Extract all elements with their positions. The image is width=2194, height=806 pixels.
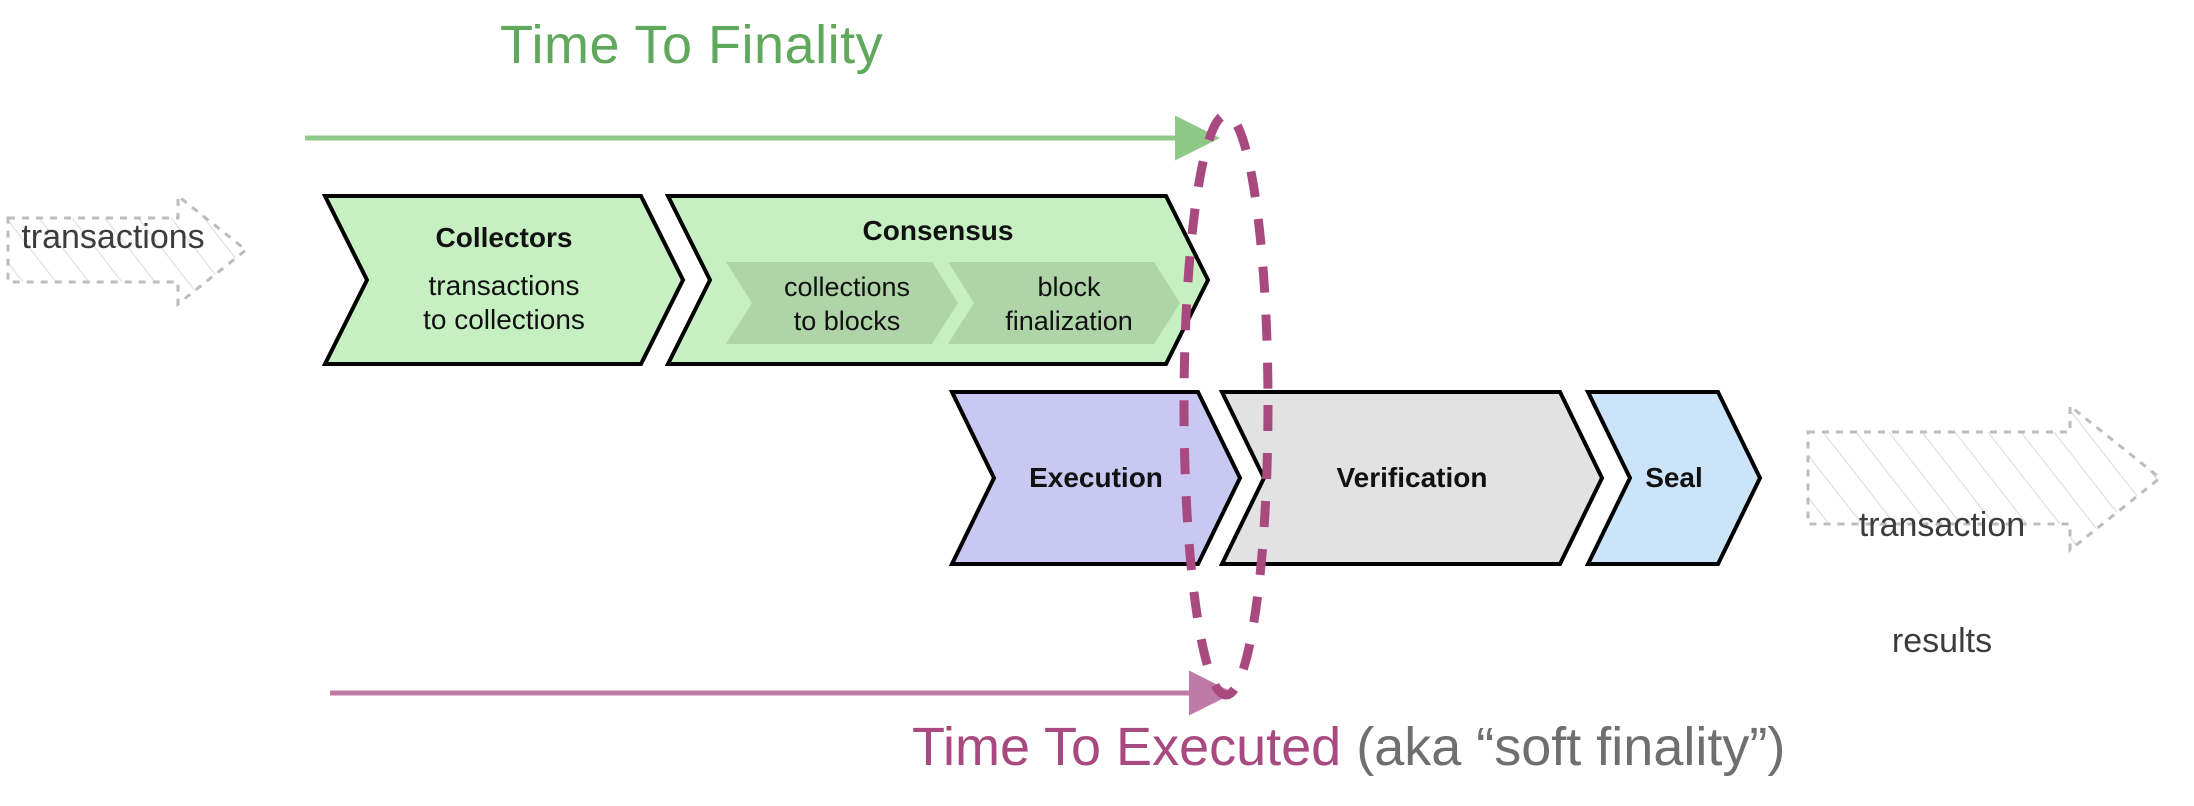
ghost-label-line2: results xyxy=(1891,621,1993,660)
stage-collectors[interactable] xyxy=(321,194,686,366)
time-to-executed-emphasis: Time To Executed xyxy=(912,717,1342,777)
stage-label-consensus: Consensus xyxy=(862,215,1014,246)
stage-label-seal: Seal xyxy=(1645,462,1703,493)
substage-label-block-finalization-line2: finalization xyxy=(1005,306,1133,336)
finality-boundary-ellipse xyxy=(1179,110,1273,700)
ghost-arrow-icon-transactions xyxy=(6,192,249,308)
stage-sub-collectors-line1: transactions xyxy=(428,270,580,301)
substage-label-collections-to-blocks-line1: collections xyxy=(783,272,911,302)
stage-seal[interactable] xyxy=(1584,390,1763,566)
stage-label-execution: Execution xyxy=(1029,462,1163,493)
stage-sub-collectors-line2: to collections xyxy=(423,304,585,335)
ghost-arrow-icon-results xyxy=(1806,402,2163,554)
ghost-label-transactions: transactions xyxy=(21,218,205,256)
stage-label-collectors: Collectors xyxy=(435,222,573,253)
substage-label-collections-to-blocks-line2: to blocks xyxy=(793,306,901,336)
ghost-label-transaction-results: transaction results xyxy=(1822,428,2062,738)
ghost-label-line1: transaction xyxy=(1858,505,2026,544)
page-title-time-to-finality: Time To Finality xyxy=(500,15,884,75)
stage-execution[interactable] xyxy=(948,390,1243,566)
substage-label-block-finalization-line1: block xyxy=(1037,272,1101,302)
time-to-executed-suffix: (aka “soft finality”) xyxy=(1341,717,1786,777)
stage-label-verification: Verification xyxy=(1336,462,1488,493)
page-title-time-to-executed: Time To Executed (aka “soft finality”) xyxy=(912,716,1785,778)
stage-consensus[interactable] xyxy=(664,194,1211,366)
